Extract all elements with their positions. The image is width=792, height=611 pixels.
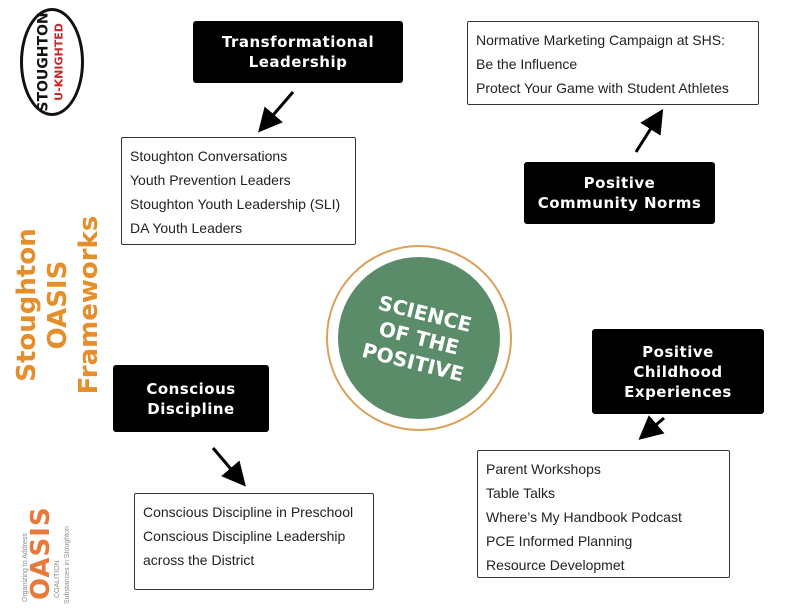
conscious-discipline-label: Conscious Discipline (113, 365, 269, 432)
community-norms-label: Positive Community Norms (524, 162, 715, 224)
list-item: Protect Your Game with Student Athletes (476, 80, 729, 96)
list-item: Be the Influence (476, 56, 578, 72)
list-item: Conscious Discipline Leadership (143, 528, 346, 544)
transformational-leadership-list: Stoughton Conversations Youth Prevention… (121, 137, 356, 245)
list-item: Stoughton Conversations (130, 148, 288, 164)
conscious-title-line1: Conscious (146, 379, 236, 398)
list-item: Where’s My Handbook Podcast (486, 509, 682, 525)
community-norms-list: Normative Marketing Campaign at SHS: Be … (467, 21, 759, 105)
list-item: across the District (143, 552, 255, 568)
childhood-title-line3: Experiences (624, 382, 732, 401)
conscious-title-line2: Discipline (147, 399, 235, 418)
childhood-title-line1: Positive (642, 342, 714, 361)
childhood-experiences-list: Parent Workshops Table Talks Where’s My … (477, 450, 730, 578)
conscious-discipline-list: Conscious Discipline in Preschool Consci… (134, 493, 374, 590)
list-item: Stoughton Youth Leadership (SLI) (130, 196, 341, 212)
arrow-conscious (211, 447, 246, 487)
list-item: DA Youth Leaders (130, 220, 243, 236)
list-item: PCE Informed Planning (486, 533, 633, 549)
arrow-transformational (258, 91, 295, 133)
childhood-title-line2: Childhood (633, 362, 723, 381)
transformational-leadership-label: Transformational Leadership (193, 21, 403, 83)
stoughton-u-knighted-logo: STOUGHTON U-KNIGHTED (20, 8, 84, 116)
list-item: Resource Developmet (486, 557, 625, 573)
center-circle-text: SCIENCE OF THE POSITIVE (360, 289, 479, 387)
list-item: Table Talks (486, 485, 556, 501)
list-item: Normative Marketing Campaign at SHS: (476, 32, 725, 48)
community-norms-title-line2: Community Norms (537, 194, 702, 212)
list-item: Conscious Discipline in Preschool (143, 504, 354, 520)
arrow-community-norms (634, 108, 664, 153)
community-norms-title-line1: Positive (583, 174, 656, 192)
list-item: Youth Prevention Leaders (130, 172, 291, 188)
arrow-childhood (638, 415, 665, 440)
center-circle-ring (326, 245, 512, 431)
transformational-title-line1: Transformational (221, 33, 375, 51)
center-circle: SCIENCE OF THE POSITIVE (338, 257, 500, 419)
list-item: Parent Workshops (486, 461, 601, 477)
transformational-title-line2: Leadership (248, 53, 348, 71)
childhood-experiences-label: Positive Childhood Experiences (592, 329, 764, 414)
